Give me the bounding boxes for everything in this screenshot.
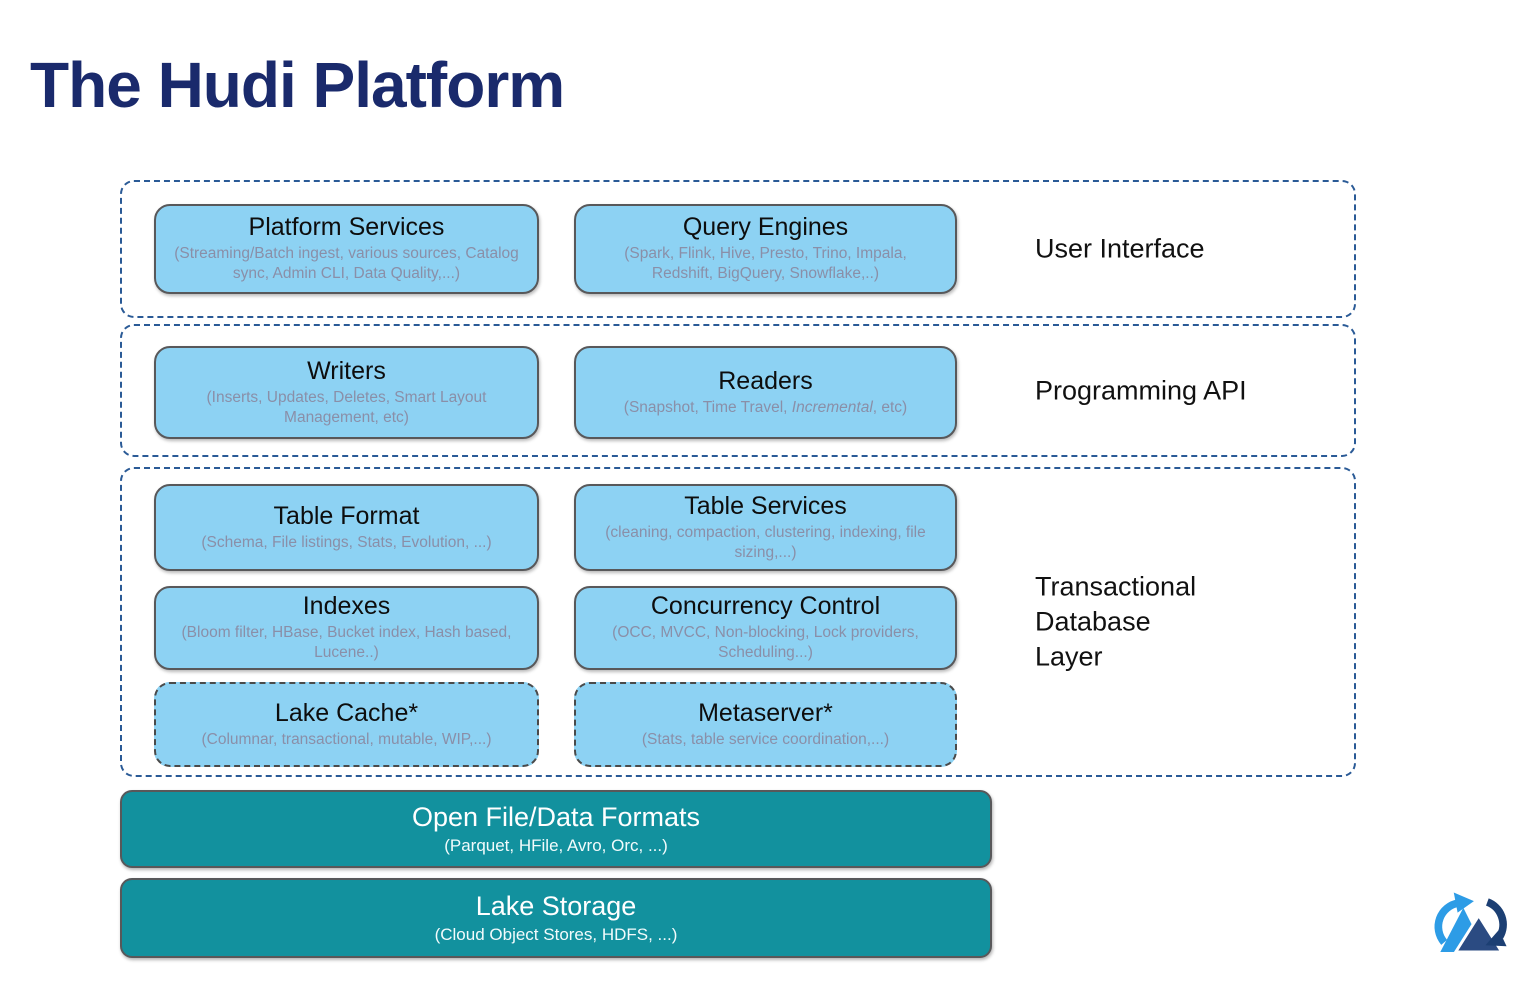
box-readers: Readers (Snapshot, Time Travel, Incremen…	[574, 346, 957, 439]
box-subtitle: (cleaning, compaction, clustering, index…	[605, 523, 926, 561]
box-title: Metaserver*	[698, 699, 833, 728]
box-title: Indexes	[302, 592, 391, 621]
bar-lake-storage: Lake Storage (Cloud Object Stores, HDFS,…	[120, 878, 992, 958]
subtitle-part: (Snapshot, Time Travel,	[623, 398, 792, 416]
box-table-format: Table Format (Schema, File listings, Sta…	[154, 484, 539, 571]
box-table-services: Table Services (cleaning, compaction, cl…	[574, 484, 957, 571]
bar-subtitle: (Cloud Object Stores, HDFS, ...)	[434, 924, 678, 944]
subtitle-italic-part: Incremental	[791, 398, 873, 416]
box-indexes: Indexes (Bloom filter, HBase, Bucket ind…	[154, 586, 539, 670]
box-subtitle: (Snapshot, Time Travel, Incremental, etc…	[624, 398, 907, 418]
box-title: Platform Services	[248, 213, 445, 242]
box-title: Writers	[307, 356, 386, 385]
box-title: Concurrency Control	[650, 592, 881, 621]
section-programming-api: Writers (Inserts, Updates, Deletes, Smar…	[120, 324, 1356, 457]
section-user-interface: Platform Services (Streaming/Batch inges…	[120, 180, 1356, 318]
section-label-programming-api: Programming API	[1035, 374, 1247, 405]
bar-title: Lake Storage	[475, 891, 637, 922]
box-subtitle: (Streaming/Batch ingest, various sources…	[174, 245, 519, 283]
bar-subtitle: (Parquet, HFile, Avro, Orc, ...)	[444, 835, 668, 855]
box-query-engines: Query Engines (Spark, Flink, Hive, Prest…	[574, 204, 957, 294]
page-title: The Hudi Platform	[30, 49, 565, 121]
box-subtitle: (Bloom filter, HBase, Bucket index, Hash…	[181, 624, 512, 662]
bar-title: Open File/Data Formats	[411, 802, 701, 833]
bar-open-file-data-formats: Open File/Data Formats (Parquet, HFile, …	[120, 790, 992, 868]
box-title: Lake Cache*	[274, 699, 419, 728]
section-transactional-database-layer: Table Format (Schema, File listings, Sta…	[120, 467, 1356, 777]
box-subtitle: (Schema, File listings, Stats, Evolution…	[201, 533, 492, 551]
subtitle-part: , etc)	[872, 398, 908, 416]
box-lake-cache: Lake Cache* (Columnar, transactional, mu…	[154, 682, 539, 767]
box-title: Readers	[718, 367, 813, 396]
box-subtitle: (OCC, MVCC, Non-blocking, Lock providers…	[612, 624, 919, 662]
box-title: Table Format	[273, 502, 420, 531]
section-label-transactional-database-layer: Transactional Database Layer	[1035, 571, 1197, 672]
box-subtitle: (Inserts, Updates, Deletes, Smart Layout…	[206, 388, 487, 426]
box-subtitle: (Stats, table service coordination,...)	[641, 730, 890, 748]
hudi-triangles-sync-icon	[1424, 886, 1520, 968]
box-subtitle: (Columnar, transactional, mutable, WIP,.…	[201, 730, 492, 748]
box-title: Query Engines	[682, 213, 849, 242]
box-title: Table Services	[684, 491, 847, 520]
box-subtitle: (Spark, Flink, Hive, Presto, Trino, Impa…	[624, 245, 907, 283]
box-writers: Writers (Inserts, Updates, Deletes, Smar…	[154, 346, 539, 439]
box-metaserver: Metaserver* (Stats, table service coordi…	[574, 682, 957, 767]
box-platform-services: Platform Services (Streaming/Batch inges…	[154, 204, 539, 294]
section-label-user-interface: User Interface	[1035, 233, 1205, 264]
box-concurrency-control: Concurrency Control (OCC, MVCC, Non-bloc…	[574, 586, 957, 670]
